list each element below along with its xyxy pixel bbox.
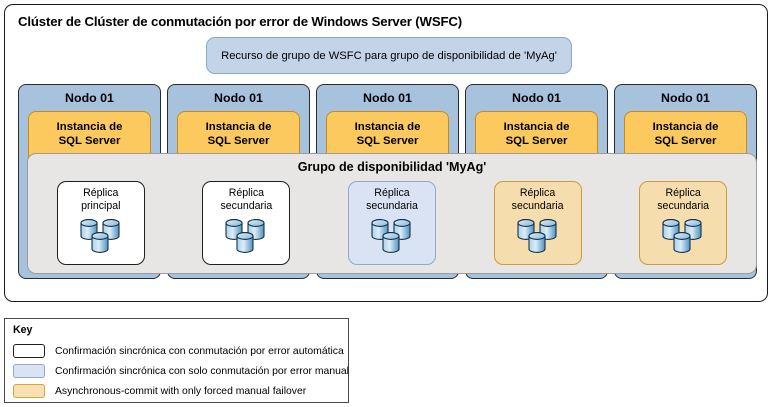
replica-label-line1: Réplica <box>665 187 701 199</box>
replica-label-line2: principal <box>81 200 121 212</box>
instance-label-line2: SQL Server <box>58 135 121 147</box>
sql-server-instance-label: Instancia de SQL Server <box>476 120 597 148</box>
replica-label-line1: Réplica <box>228 187 265 199</box>
wsfc-group-resource-label: Recurso de grupo de WSFC para grupo de d… <box>221 49 557 62</box>
node-label: Nodo 01 <box>512 91 561 105</box>
wsfc-cluster-container: Clúster de Clúster de conmutación por er… <box>4 4 768 302</box>
replica-label: Réplica secundaria <box>512 187 564 213</box>
replica-label: Réplica secundaria <box>366 187 418 213</box>
key-item-label: Confirmación sincrónica con solo conmuta… <box>55 365 349 377</box>
instance-label-line2: SQL Server <box>654 135 717 147</box>
wsfc-group-resource-box: Recurso de grupo de WSFC para grupo de d… <box>206 37 572 74</box>
database-stack-icon <box>222 216 270 261</box>
instance-label-line2: SQL Server <box>505 135 568 147</box>
instance-label-line1: Instancia de <box>205 121 272 133</box>
availability-replica: Réplica principal <box>56 181 145 265</box>
replica-label-line2: secundaria <box>657 200 710 212</box>
replica-label-line2: secundaria <box>220 200 273 212</box>
node-label: Nodo 01 <box>363 91 412 105</box>
replica-label: Réplica secundaria <box>657 187 709 213</box>
database-stack-icon <box>77 216 125 261</box>
instance-label-line2: SQL Server <box>356 135 419 147</box>
replica-row: Réplica principal <box>28 181 756 269</box>
node-label: Nodo 01 <box>65 91 114 105</box>
instance-label-line1: Instancia de <box>56 121 123 133</box>
sql-server-instance-label: Instancia de SQL Server <box>625 120 746 148</box>
replica-label: Réplica secundaria <box>220 187 272 213</box>
sql-server-instance-label: Instancia de SQL Server <box>29 120 150 148</box>
replica-label-line1: Réplica <box>374 187 410 199</box>
key-legend-item: Asynchronous-commit with only forced man… <box>13 381 344 401</box>
key-legend-item: Confirmación sincrónica con solo conmuta… <box>13 361 349 381</box>
replica-label-line1: Réplica <box>83 187 119 199</box>
availability-replica: Réplica secundaria <box>202 181 291 265</box>
replica-label: Réplica principal <box>81 187 120 213</box>
node-label: Nodo 01 <box>661 91 710 105</box>
availability-replica: Réplica secundaria <box>639 181 728 265</box>
sql-server-instance-label: Instancia de SQL Server <box>327 120 448 148</box>
instance-label-line2: SQL Server <box>207 135 270 147</box>
availability-group-band: Grupo de disponibilidad 'MyAg' Réplica p… <box>27 153 757 274</box>
key-legend-items: Confirmación sincrónica con conmutación … <box>13 341 349 401</box>
replica-label-line1: Réplica <box>519 187 556 199</box>
node-label: Nodo 01 <box>214 91 263 105</box>
key-legend-box: Key Confirmación sincrónica con conmutac… <box>4 318 349 403</box>
key-swatch-async <box>13 384 45 398</box>
key-legend-item: Confirmación sincrónica con conmutación … <box>13 341 344 361</box>
replica-label-line2: secundaria <box>511 200 564 212</box>
instance-label-line1: Instancia de <box>652 121 719 133</box>
wsfc-cluster-title: Clúster de Clúster de conmutación por er… <box>18 14 462 29</box>
availability-replica: Réplica secundaria <box>493 181 582 265</box>
replica-label-line2: secundaria <box>366 200 418 212</box>
key-legend-title: Key <box>13 324 33 336</box>
availability-replica: Réplica secundaria <box>347 181 436 265</box>
key-item-label: Asynchronous-commit with only forced man… <box>55 385 307 397</box>
database-stack-icon <box>368 216 416 261</box>
key-swatch-sync-manual <box>13 364 45 378</box>
instance-label-line1: Instancia de <box>503 121 570 133</box>
key-item-label: Confirmación sincrónica con conmutación … <box>55 345 344 357</box>
sql-server-instance-label: Instancia de SQL Server <box>178 120 299 148</box>
key-swatch-sync-auto <box>13 344 45 358</box>
database-stack-icon <box>659 216 707 261</box>
availability-group-title: Grupo de disponibilidad 'MyAg' <box>297 160 487 174</box>
database-stack-icon <box>514 216 562 261</box>
instance-label-line1: Instancia de <box>354 121 421 133</box>
